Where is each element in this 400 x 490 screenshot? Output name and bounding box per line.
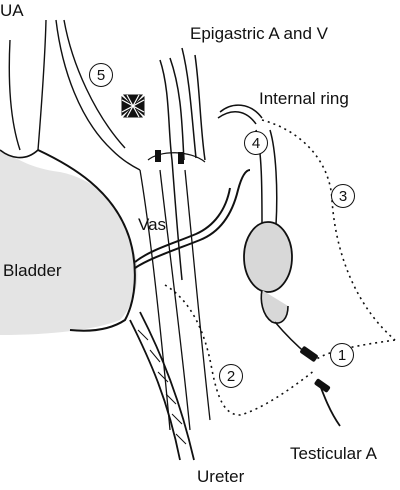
bladder-outline xyxy=(0,150,138,335)
internal-ring-arc-2 xyxy=(217,111,257,125)
dissection-boundary-1 xyxy=(314,339,396,361)
umbilical-artery-line-1 xyxy=(37,19,47,151)
testis xyxy=(243,221,293,293)
epigastric-vessel-1 xyxy=(159,59,183,281)
marker-4: 4 xyxy=(244,131,268,155)
epididymis xyxy=(260,289,289,324)
dissection-boundary-2 xyxy=(164,284,316,416)
epigastric-label: Epigastric A and V xyxy=(190,24,328,43)
peritoneal-fold-left xyxy=(8,39,21,151)
bladder-dome xyxy=(0,149,39,159)
dissection-boundary-3 xyxy=(261,119,396,341)
epigastric-clip-icon-2 xyxy=(178,152,184,164)
iliac-line-3 xyxy=(184,169,211,421)
epigastric-vessel-4 xyxy=(194,54,206,161)
vas-deferens xyxy=(134,169,251,269)
umbilical-artery-line-3 xyxy=(63,19,126,149)
umbilical-artery-line-2 xyxy=(55,19,141,171)
internal-ring-label: Internal ring xyxy=(259,89,349,108)
iliac-line-2 xyxy=(159,169,191,431)
ureter-label: Ureter xyxy=(197,467,245,486)
iliac-line-1 xyxy=(139,169,171,431)
epigastric-vessel-3 xyxy=(181,47,197,159)
testicular-label: Testicular A xyxy=(290,444,377,463)
surgical-clip-icon-2 xyxy=(314,378,331,393)
ua-label: UA xyxy=(0,1,24,20)
maltese-cross-icon xyxy=(121,94,145,118)
bladder-edge xyxy=(37,149,136,332)
epigastric-clip-icon xyxy=(155,150,161,162)
marker-1: 1 xyxy=(330,343,354,367)
ureter-outline-2 xyxy=(139,311,195,461)
epigastric-vessel-2 xyxy=(169,57,185,161)
surgical-clip-icon xyxy=(300,346,318,362)
marker-2: 2 xyxy=(219,364,243,388)
ureter-detail xyxy=(137,329,187,445)
marker-3: 3 xyxy=(331,184,355,208)
bladder-label: Bladder xyxy=(3,261,62,280)
epigastric-clip-area xyxy=(147,152,206,163)
vas-label: Vas xyxy=(138,215,167,234)
vas-deferens-2 xyxy=(134,187,231,263)
marker-5: 5 xyxy=(89,63,113,87)
internal-ring-arc xyxy=(219,104,263,119)
ureter-outline-1 xyxy=(129,319,181,461)
